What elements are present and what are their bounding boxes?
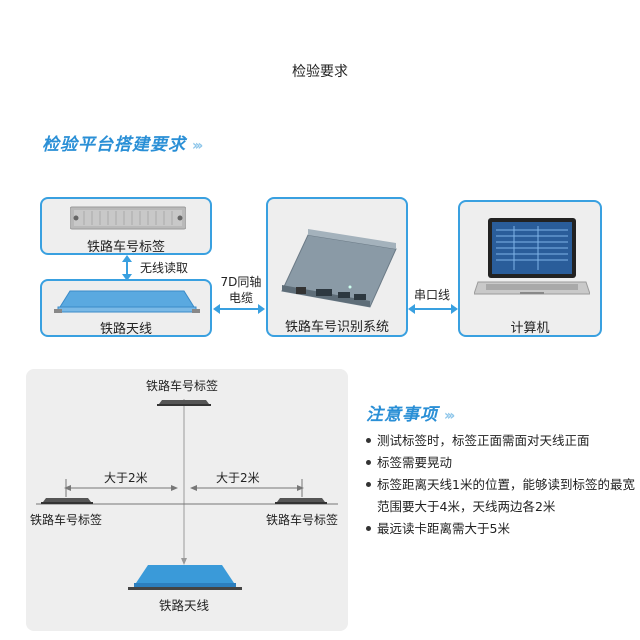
wireless-arrow-icon <box>122 255 132 281</box>
tag-card-label: 铁路车号标签 <box>86 240 165 255</box>
notes-title-text: 注意事项 <box>366 405 438 425</box>
range-diagram-panel: 铁路车号标签 大于2米 大于2米 铁路车号标签 铁路车号标签 铁路天线 <box>26 369 348 631</box>
notes-title: 注意事项 ››› <box>366 400 455 425</box>
tag-card: 铁路车号标签 <box>40 197 212 255</box>
note-text: 测试标签时，标签正面需面对天线正面 <box>377 433 590 448</box>
antenna-card-label: 铁路天线 <box>99 322 152 337</box>
wireless-label: 无线读取 <box>140 261 189 275</box>
bullet-icon <box>366 482 371 487</box>
rfid-tag-device <box>70 206 186 230</box>
bullet-icon <box>366 438 371 443</box>
system-card: 铁路车号识别系统 <box>266 197 408 337</box>
right-tag-label: 铁路车号标签 <box>266 513 339 527</box>
cable-label-line2: 电缆 <box>228 291 253 305</box>
section-title-platform: 检验平台搭建要求 ››› <box>42 130 203 155</box>
notes-list: 测试标签时，标签正面需面对天线正面 标签需要晃动 标签距离天线1米的位置，能够读… <box>366 430 636 540</box>
list-item: 标签需要晃动 <box>366 452 636 474</box>
note-text: 标签需要晃动 <box>377 455 453 470</box>
list-item: 最远读卡距离需大于5米 <box>366 518 636 540</box>
serial-arrow-icon <box>408 304 458 314</box>
reader-device <box>281 229 397 308</box>
chevron-right-icon: ››› <box>192 138 203 154</box>
right-distance-label: 大于2米 <box>216 471 260 485</box>
cable-arrow-icon <box>213 304 265 314</box>
computer-card: 计算机 <box>458 200 602 337</box>
cable-label-line1: 7D同轴 <box>220 275 262 289</box>
chevron-right-icon: ››› <box>444 408 455 424</box>
left-tag-label: 铁路车号标签 <box>30 513 103 527</box>
computer-card-label: 计算机 <box>510 321 550 336</box>
cable-label: 7D同轴 电缆 <box>220 274 262 306</box>
serial-label: 串口线 <box>414 288 451 302</box>
antenna-card: 铁路天线 <box>40 279 212 337</box>
note-text: 标签距离天线1米的位置，能够读到标签的最宽范围要大于4米，天线两边各2米 <box>377 477 635 514</box>
bullet-icon <box>366 460 371 465</box>
note-text: 最远读卡距离需大于5米 <box>377 521 510 536</box>
section-title-text: 检验平台搭建要求 <box>42 135 186 155</box>
page-title: 检验要求 <box>292 64 348 80</box>
range-diagram <box>36 399 338 590</box>
antenna-diagram-label: 铁路天线 <box>159 598 210 613</box>
laptop-icon <box>474 218 590 295</box>
list-item: 测试标签时，标签正面需面对天线正面 <box>366 430 636 452</box>
bullet-icon <box>366 526 371 531</box>
list-item: 标签距离天线1米的位置，能够读到标签的最宽范围要大于4米，天线两边各2米 <box>366 474 636 518</box>
left-distance-label: 大于2米 <box>104 471 148 485</box>
antenna-device <box>54 290 200 313</box>
system-card-label: 铁路车号识别系统 <box>284 320 389 335</box>
top-tag-label: 铁路车号标签 <box>146 379 219 393</box>
